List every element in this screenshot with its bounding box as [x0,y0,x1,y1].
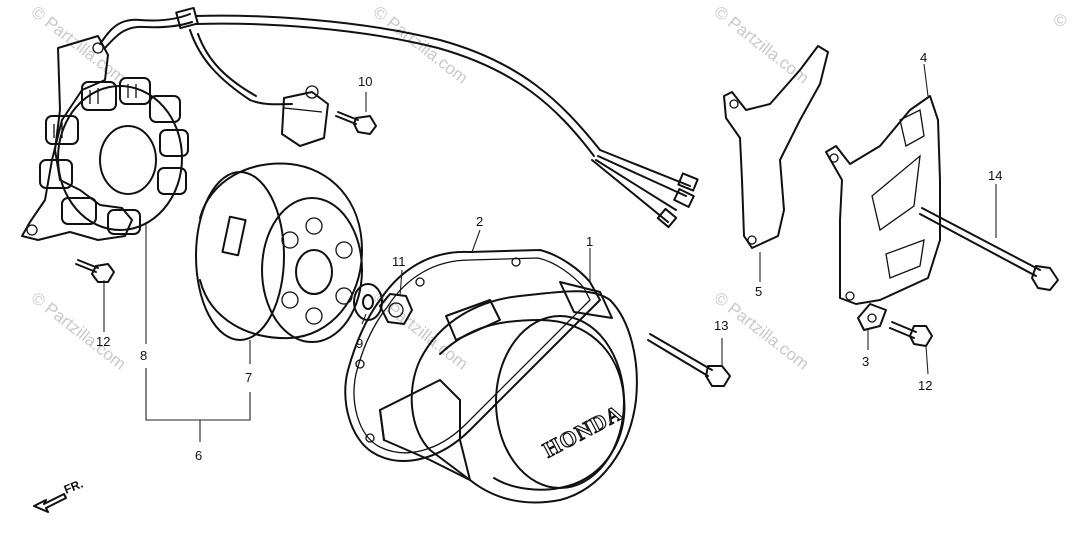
watermark: © Partzilla.com [28,2,130,88]
nut-part-11 [379,293,413,325]
stator-part-8 [21,35,189,241]
callout-8: 8 [140,348,147,363]
clip-part-3 [857,303,887,331]
watermark: © Partzilla.com [711,2,813,88]
callout-9: 9 [356,336,363,351]
leader-lines [103,63,997,442]
sprocket-cover-part-4 [825,95,941,305]
front-direction-arrow: FR. [33,477,85,513]
callout-5: 5 [755,284,762,299]
callouts: 10 11 9 2 1 13 5 4 14 3 12 12 8 7 6 [96,50,1002,463]
callout-12-right: 12 [918,378,932,393]
pulse-generator [281,85,329,147]
plate-part-5 [723,45,829,249]
bolt-part-12-right [889,321,933,347]
callout-1: 1 [586,234,593,249]
honda-brand-text: HONDA [539,400,627,463]
bolt-part-13 [647,333,731,387]
gasket-part-2 [344,249,601,462]
callout-12-left: 12 [96,334,110,349]
callout-14: 14 [988,168,1002,183]
bolt-part-10 [335,111,377,135]
bolt-part-12-left [75,259,115,283]
callout-4: 4 [920,50,927,65]
watermark: © [1054,11,1067,30]
callout-6: 6 [195,448,202,463]
front-label: FR. [62,477,85,497]
wire-harness [99,6,699,229]
flywheel-part-7 [195,162,363,343]
callout-2: 2 [476,214,483,229]
callout-10: 10 [358,74,372,89]
watermark: © Partzilla.com [28,288,130,374]
bolt-part-14 [919,207,1059,291]
callout-7: 7 [245,370,252,385]
callout-13: 13 [714,318,728,333]
callout-11: 11 [392,254,406,269]
callout-3: 3 [862,354,869,369]
